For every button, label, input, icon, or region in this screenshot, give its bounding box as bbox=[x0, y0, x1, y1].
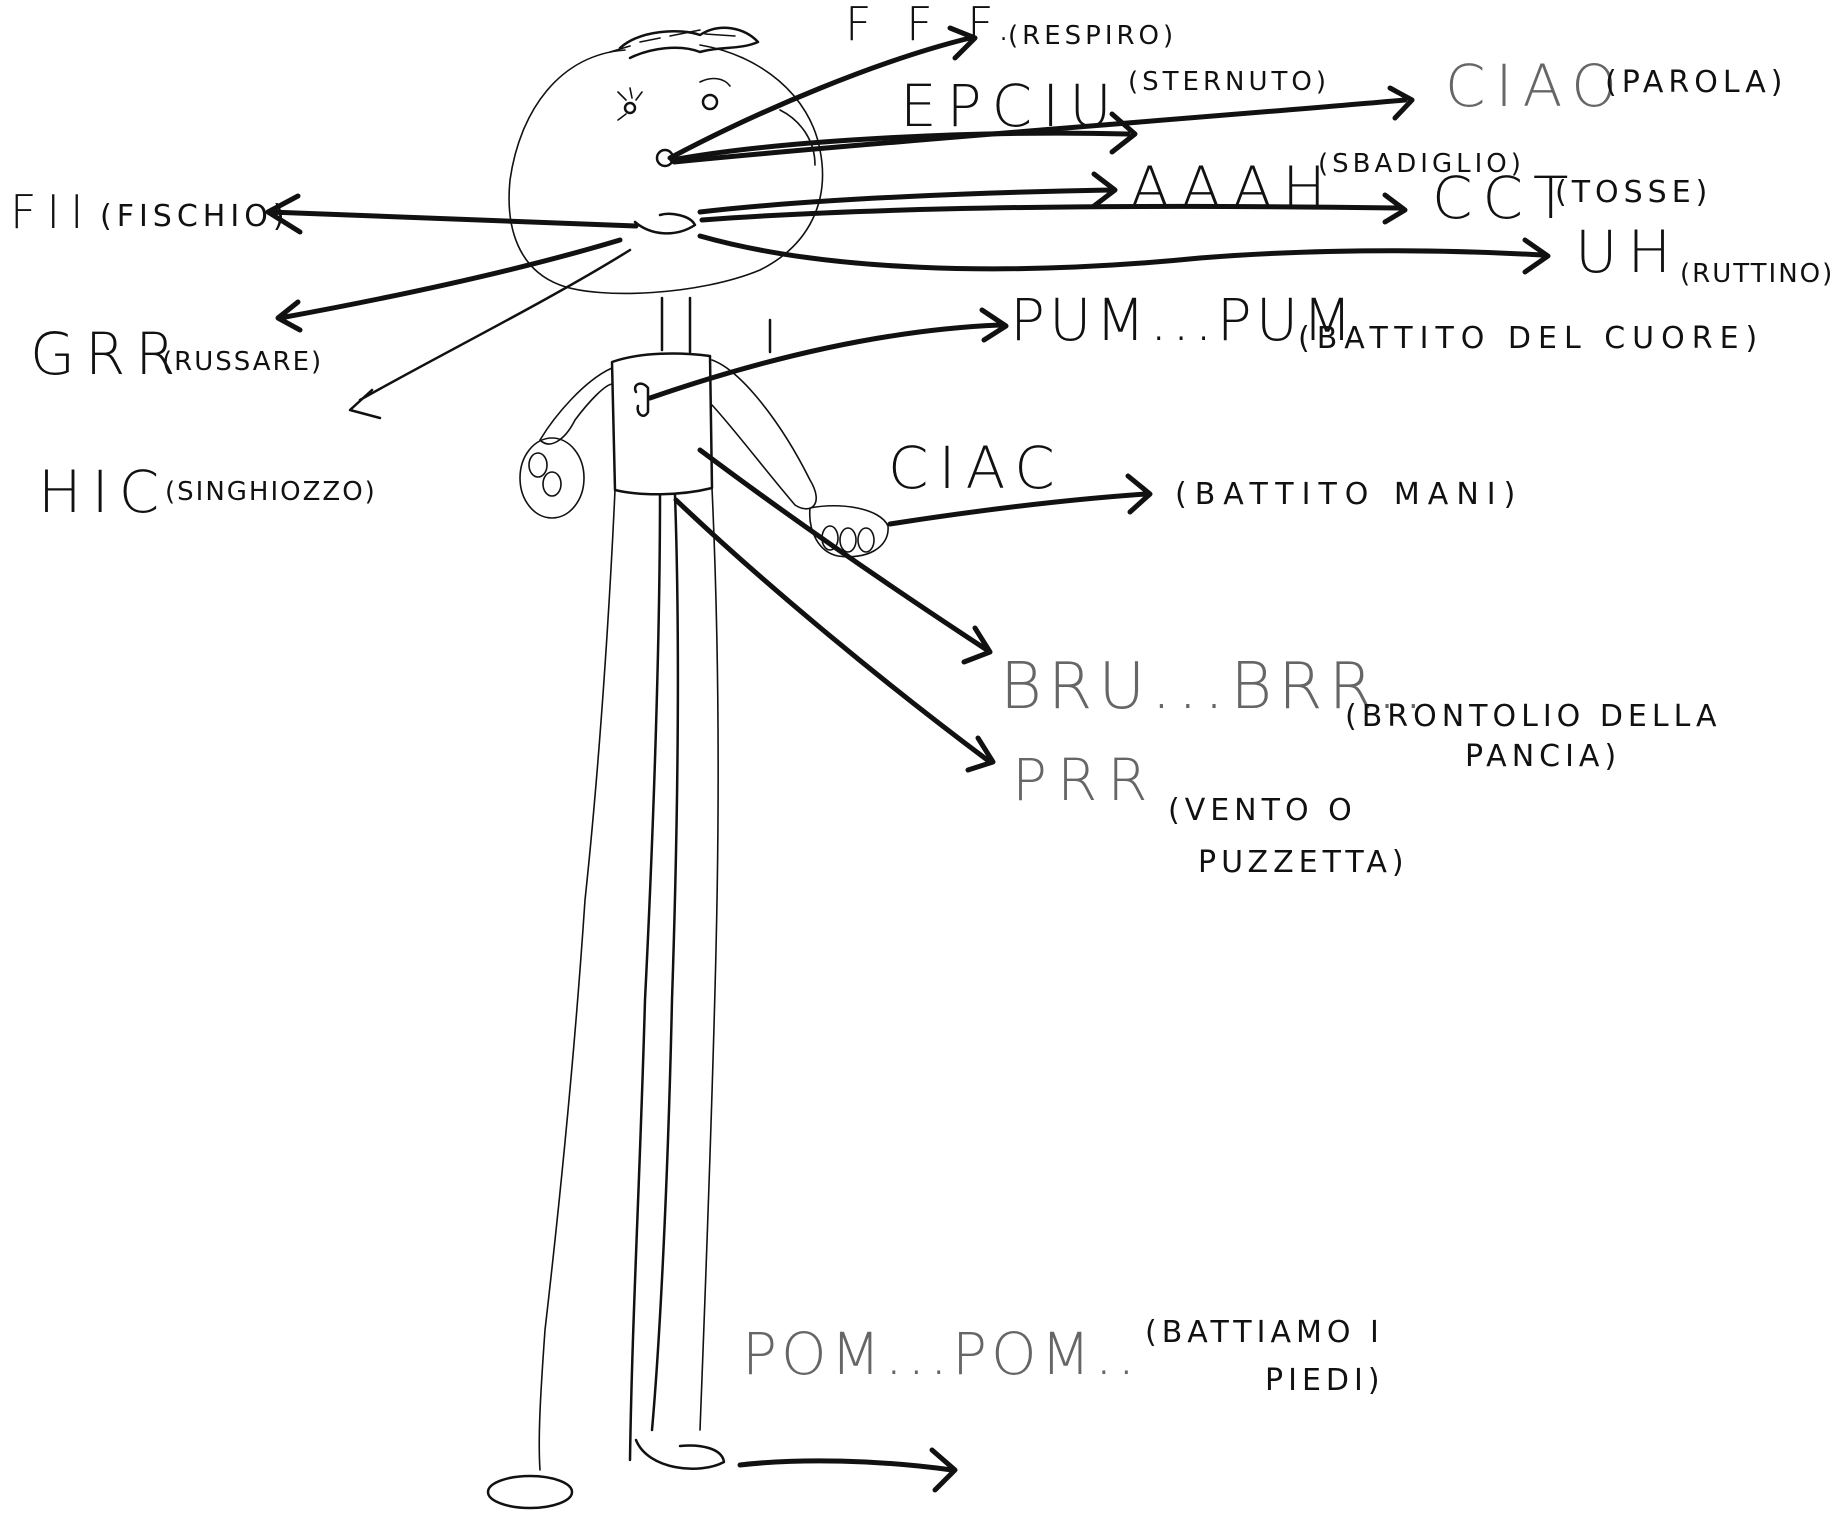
left-leg bbox=[539, 490, 615, 1470]
neck bbox=[662, 298, 690, 352]
sound-sternuto: EPCIU bbox=[900, 72, 1122, 140]
meaning-pancia-line1: (BRONTOLIO DELLA bbox=[1345, 699, 1722, 734]
right-leg bbox=[700, 488, 718, 1430]
meaning-ruttino: (RUTTINO) bbox=[1680, 259, 1834, 289]
meaning-pancia-line2: PANCIA) bbox=[1465, 739, 1621, 774]
meaning-puzzetta-line1: (VENTO O bbox=[1168, 793, 1357, 828]
meaning-fischio: (FISCHIO) bbox=[100, 199, 290, 234]
right-hand bbox=[810, 506, 888, 557]
arrow-fischio bbox=[268, 196, 636, 232]
sound-piedi: POM...POM.. bbox=[742, 1320, 1140, 1388]
arrow-piedi bbox=[740, 1450, 955, 1490]
sound-ruttino: UH bbox=[1575, 218, 1681, 286]
left-eye bbox=[618, 88, 642, 120]
inner-left-leg bbox=[630, 495, 660, 1460]
heart bbox=[635, 384, 648, 416]
right-foot bbox=[636, 1440, 724, 1469]
mouth bbox=[635, 214, 695, 233]
arrow-puzzetta bbox=[676, 500, 993, 770]
sound-puzzetta: PRR bbox=[1012, 746, 1158, 814]
left-foot bbox=[488, 1476, 572, 1508]
sound-singhiozzo: HIC bbox=[38, 458, 169, 526]
left-arm bbox=[540, 368, 612, 444]
meaning-mani: (BATTITO MANI) bbox=[1175, 477, 1523, 512]
sound-sbadiglio: AAAH bbox=[1130, 154, 1336, 222]
sound-mani: CIAC bbox=[888, 434, 1065, 502]
meaning-singhiozzo: (SINGHIOZZO) bbox=[165, 477, 377, 507]
meaning-piedi-line1: (BATTIAMO I bbox=[1145, 1315, 1384, 1350]
meaning-piedi-line2: PIEDI) bbox=[1265, 1363, 1385, 1398]
meaning-respiro: (RESPIRO) bbox=[1008, 21, 1177, 51]
arrows bbox=[268, 28, 1548, 1490]
stick-figure bbox=[488, 28, 888, 1508]
meaning-sternuto: (STERNUTO) bbox=[1128, 67, 1330, 97]
meaning-puzzetta-line2: PUZZETTA) bbox=[1198, 845, 1409, 880]
arrow-ruttino bbox=[700, 236, 1548, 272]
meaning-cuore: (BATTITO DEL CUORE) bbox=[1298, 321, 1764, 356]
inner-right-leg bbox=[652, 495, 678, 1430]
meaning-parola: (PAROLA) bbox=[1605, 65, 1788, 100]
sound-respiro: F F F. bbox=[845, 0, 1021, 51]
sound-fischio: FII bbox=[10, 185, 94, 239]
right-arm bbox=[712, 360, 816, 509]
meaning-russare: (RUSSARE) bbox=[162, 347, 323, 377]
meaning-tosse: (TOSSE) bbox=[1555, 175, 1712, 210]
sound-parola: CIAO bbox=[1445, 52, 1627, 120]
right-eye bbox=[700, 79, 730, 109]
left-hand bbox=[520, 438, 584, 518]
torso bbox=[612, 354, 712, 495]
